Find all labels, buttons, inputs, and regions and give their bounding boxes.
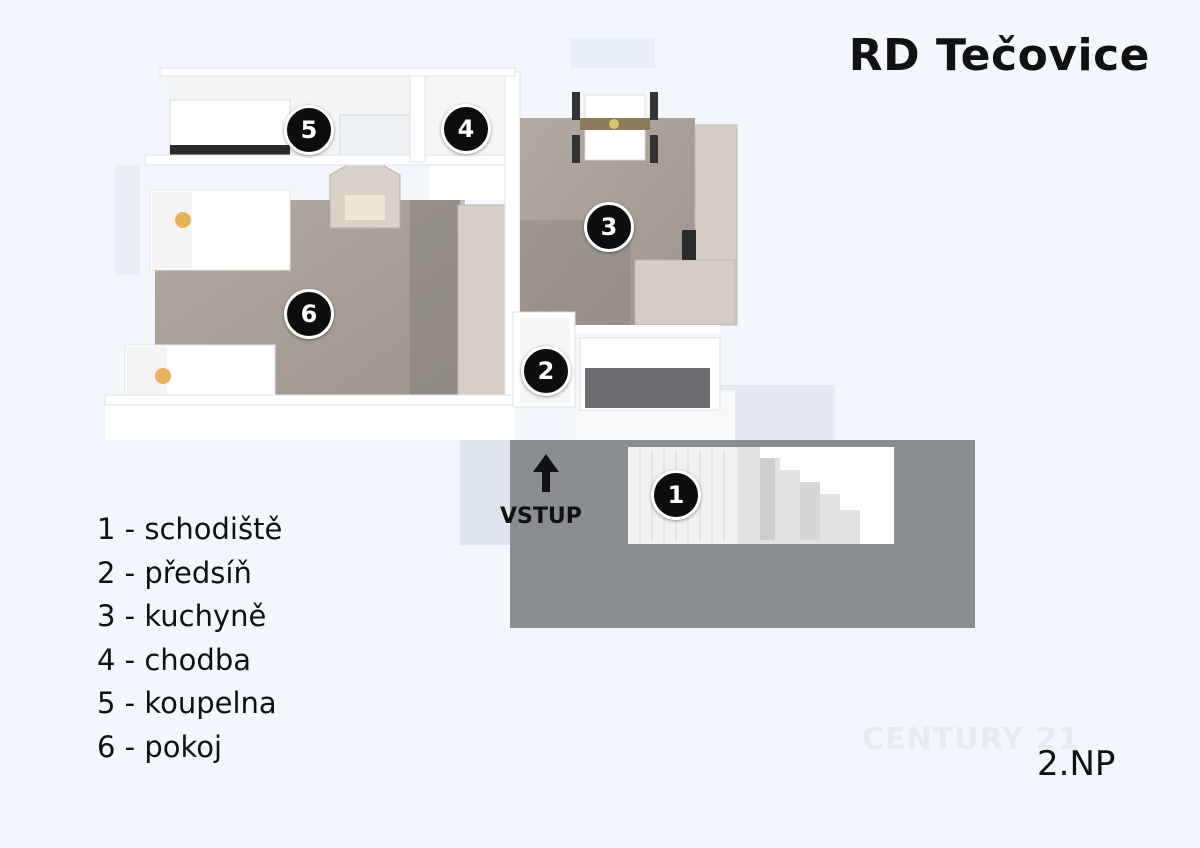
- entry-label: VSTUP: [500, 504, 582, 529]
- legend-item: 3 - kuchyně: [97, 599, 267, 633]
- room-marker-3: 3: [584, 202, 634, 252]
- dining-table: [572, 92, 658, 163]
- bed-top: [149, 189, 291, 271]
- building-outline: [105, 405, 515, 440]
- legend-item: 6 - pokoj: [97, 729, 223, 764]
- room-marker-1: 1: [651, 470, 701, 520]
- ground-shadow-right: [720, 385, 835, 445]
- legend-item: 2 - předsíň: [97, 555, 252, 590]
- room-6-shadow: [410, 200, 465, 405]
- plan-title: RD Tečovice: [848, 30, 1150, 81]
- kitchen-window: [570, 38, 655, 68]
- watermark: CENTURY 21: [862, 722, 1080, 757]
- bath-shower: [339, 114, 411, 156]
- room-legend: 1 - schodiště 2 - předsíň 3 - kuchyně 4 …: [97, 508, 282, 769]
- room-marker-4: 4: [441, 104, 491, 154]
- floor-label: 2.NP: [1037, 744, 1116, 784]
- legend-item: 1 - schodiště: [97, 512, 283, 546]
- toy-house: [329, 154, 401, 229]
- kitchen-wall: [520, 325, 720, 333]
- room-marker-2: 2: [521, 346, 571, 396]
- legend-item: 5 - koupelna: [97, 686, 277, 720]
- wardrobe: [457, 204, 511, 406]
- entry-arrow-icon: [533, 454, 559, 492]
- legend-item: 4 - chodba: [97, 642, 252, 677]
- room-marker-6: 6: [284, 289, 334, 339]
- room-marker-5: 5: [284, 105, 334, 155]
- window-left: [115, 165, 140, 275]
